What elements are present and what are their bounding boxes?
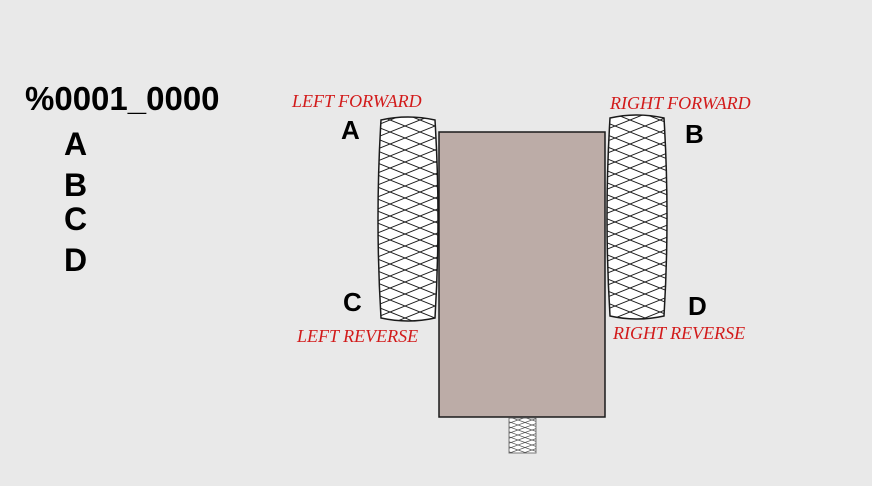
right-forward-label: RIGHT FORWARD <box>610 93 751 113</box>
right-reverse-letter: D <box>688 291 707 321</box>
right-forward-letter: B <box>685 119 704 149</box>
right-reverse-label: RIGHT REVERSE <box>613 323 746 343</box>
left-forward-letter: A <box>341 115 360 145</box>
motor-list-item-a: A <box>64 126 88 162</box>
left-reverse-label: LEFT REVERSE <box>297 326 419 346</box>
binary-code-text: %0001_0000 <box>25 80 220 117</box>
right-wheel <box>606 114 668 320</box>
rear-caster <box>508 417 537 454</box>
left-wheel <box>377 116 439 322</box>
left-reverse-letter: C <box>343 287 362 317</box>
left-forward-label: LEFT FORWARD <box>292 91 422 111</box>
motor-list-item-c: C <box>64 201 88 237</box>
motor-list-item-d: D <box>64 242 88 278</box>
robot-body <box>438 131 606 418</box>
motor-list-item-b: B <box>64 167 88 203</box>
